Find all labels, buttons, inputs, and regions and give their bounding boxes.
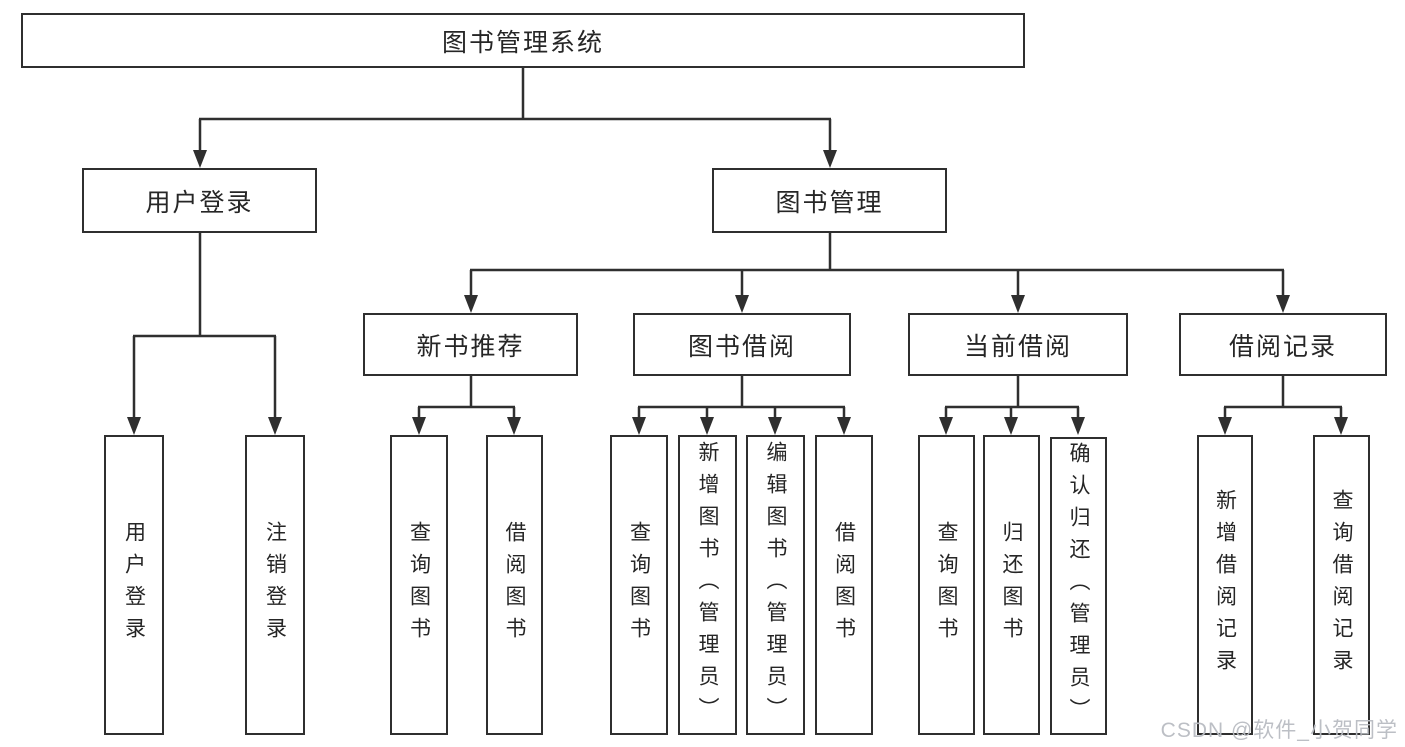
leaf-record-query-borrow-record: 查询借阅记录 xyxy=(1313,435,1370,735)
leaf-record-add-borrow-record: 新增借阅记录 xyxy=(1197,435,1253,735)
leaf-borrow-query-books: 查询图书 xyxy=(610,435,668,735)
node-current-borrowing: 当前借阅 xyxy=(908,313,1128,376)
watermark: CSDN @软件_小贺同学 xyxy=(1160,719,1398,742)
leaf-current-query-books: 查询图书 xyxy=(918,435,975,735)
leaf-newbook-query-books: 查询图书 xyxy=(390,435,448,735)
node-book-borrowing: 图书借阅 xyxy=(633,313,851,376)
leaf-borrow-add-books-admin: 新增图书（管理员） xyxy=(678,435,737,735)
node-new-book-recommendation: 新书推荐 xyxy=(363,313,578,376)
leaf-current-return-books: 归还图书 xyxy=(983,435,1040,735)
leaf-borrow-edit-books-admin: 编辑图书（管理员） xyxy=(746,435,805,735)
leaf-newbook-borrow-books: 借阅图书 xyxy=(486,435,543,735)
leaf-borrow-borrow-books: 借阅图书 xyxy=(815,435,873,735)
leaf-current-confirm-return-admin: 确认归还（管理员） xyxy=(1050,437,1107,735)
node-borrowing-records: 借阅记录 xyxy=(1179,313,1387,376)
node-user-login: 用户登录 xyxy=(82,168,317,233)
leaf-logout: 注销登录 xyxy=(245,435,305,735)
leaf-user-login: 用户登录 xyxy=(104,435,164,735)
node-book-management: 图书管理 xyxy=(712,168,947,233)
node-root: 图书管理系统 xyxy=(21,13,1025,68)
